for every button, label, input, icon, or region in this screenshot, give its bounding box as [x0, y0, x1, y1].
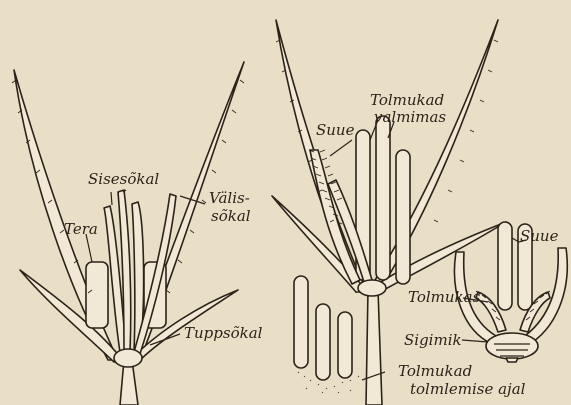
label-tolmukad2-line2: tolmlemise ajal [410, 382, 525, 397]
left-spikelet [12, 62, 244, 405]
right-stamen-1 [498, 222, 512, 310]
label-sisesokal: Sisesõkal [88, 172, 159, 187]
center-base [358, 280, 386, 296]
label-tolmukad-line1: Tolmukad [370, 93, 444, 108]
label-valis-line2: sõkal [211, 209, 251, 224]
center-anther-2 [376, 116, 390, 280]
hanging-anther-3 [338, 312, 352, 378]
label-valis-line1: Välis- [209, 191, 250, 206]
left-base [114, 349, 142, 367]
label-tuppsokal: Tuppsõkal [184, 326, 262, 341]
right-stem [506, 358, 518, 362]
label-tera: Tera [64, 222, 98, 237]
hanging-anther-1 [294, 276, 308, 368]
label-tolmukad-line2: valmimas [374, 110, 446, 125]
center-anther-3 [396, 150, 410, 284]
right-ovary [486, 333, 538, 359]
label-tolmukad2-line1: Tolmukad [398, 364, 472, 379]
label-sigimik: Sigimik [404, 333, 462, 348]
label-suue-center: Suue [316, 123, 354, 138]
fallen-anthers [294, 276, 359, 393]
hanging-anther-2 [316, 304, 330, 380]
left-anther-left [86, 262, 108, 328]
label-tolmukas: Tolmukas [408, 290, 480, 305]
label-suue-right: Suue [520, 229, 558, 244]
center-stem [366, 290, 382, 405]
